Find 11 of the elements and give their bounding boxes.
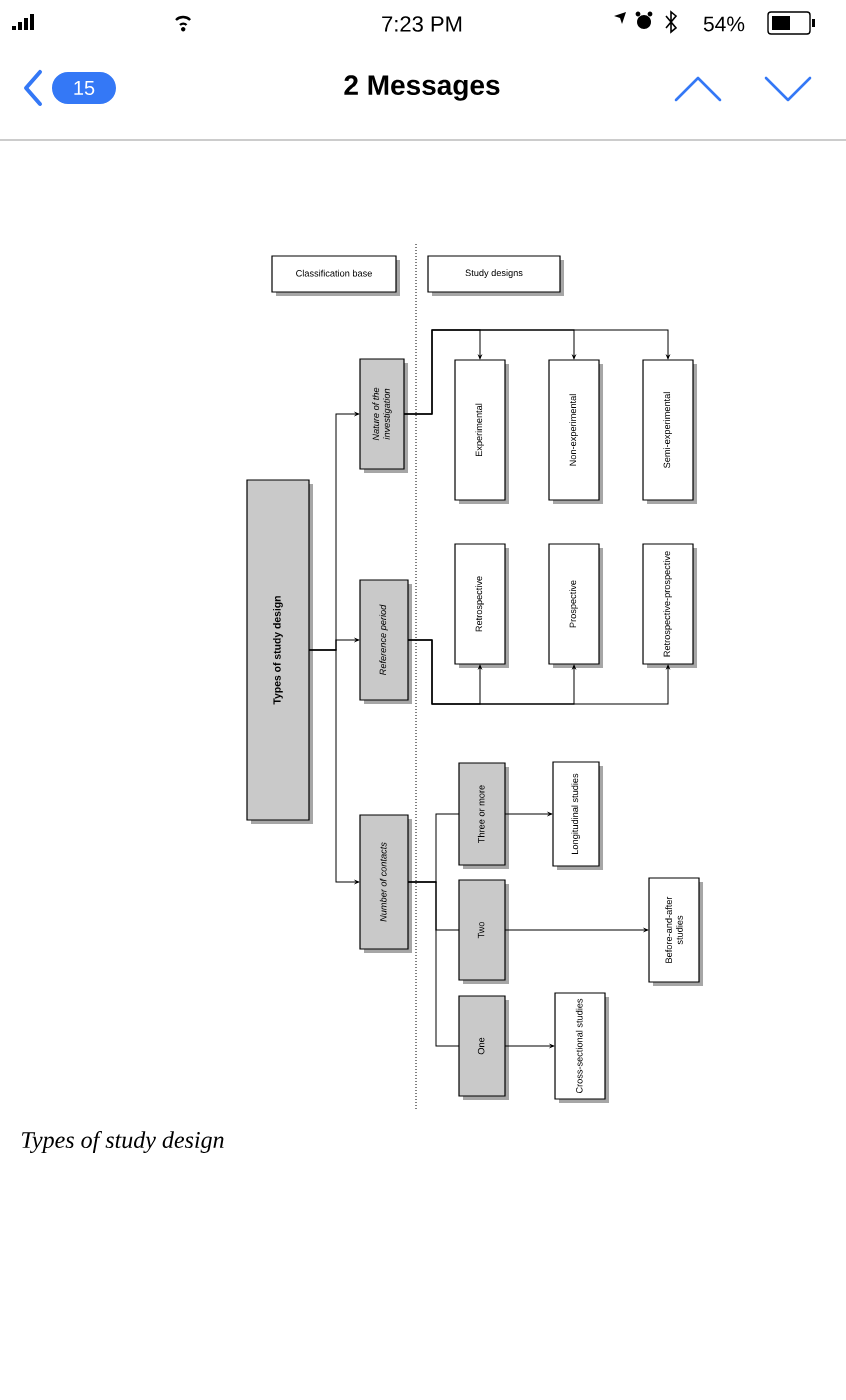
arrow	[403, 329, 670, 415]
arrow	[308, 649, 360, 884]
battery-percentage: 54%	[703, 16, 745, 32]
arrow	[504, 812, 553, 816]
caption: Types of study design	[21, 1130, 224, 1154]
arrow	[504, 928, 649, 932]
clock-time: 7:23 PM	[382, 16, 462, 32]
screen-title: 2 Messages	[344, 75, 500, 101]
connector-line	[407, 881, 460, 1047]
arrow	[407, 639, 670, 705]
arrow	[504, 1044, 555, 1048]
